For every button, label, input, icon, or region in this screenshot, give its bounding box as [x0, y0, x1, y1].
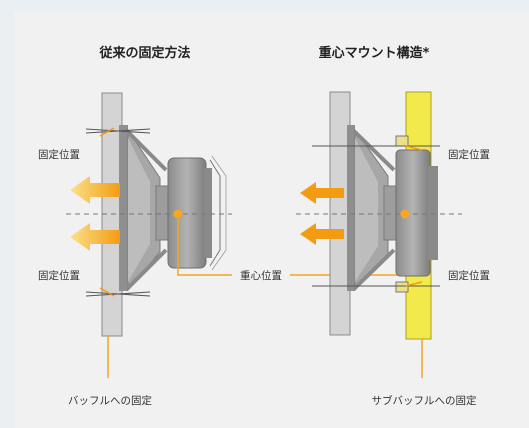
- vibration-line: [211, 155, 227, 271]
- vibration-line: [209, 159, 221, 267]
- screw: [85, 128, 151, 134]
- fix-point-marker: [405, 281, 423, 287]
- basket-strut: [353, 130, 396, 172]
- basket-strut: [126, 248, 168, 290]
- magnet-back: [204, 168, 212, 258]
- vibration-arrow-icon: [70, 176, 120, 204]
- left-fix-label-top: 固定位置: [38, 148, 80, 161]
- center-of-gravity-label: 重心位置: [240, 269, 282, 282]
- diagram-panel: [14, 12, 529, 428]
- basket-strut: [353, 248, 396, 290]
- vibration-arrow-icon: [300, 182, 344, 204]
- mount-bracket: [395, 135, 409, 147]
- right-fix-label-bottom: 固定位置: [448, 269, 490, 282]
- right-title: 重心マウント構造*: [319, 45, 430, 61]
- magnet-back: [428, 166, 438, 260]
- cog-mount-speaker: [296, 91, 462, 378]
- basket-strut: [126, 130, 168, 172]
- fix-point-marker: [99, 287, 115, 297]
- cone-highlight: [355, 138, 378, 282]
- screw: [85, 291, 151, 297]
- right-baffle-label: サブバッフルへの固定: [372, 394, 477, 407]
- center-of-gravity-dot: [173, 209, 183, 219]
- left-baffle-label: バッフルへの固定: [68, 394, 152, 407]
- vibration-arrow-icon: [300, 223, 344, 245]
- vibration-arrow-icon: [70, 223, 120, 251]
- frame-flange: [347, 125, 355, 291]
- conventional-speaker: [66, 92, 232, 378]
- frame-flange: [119, 125, 128, 291]
- mount-bracket: [395, 281, 409, 293]
- left-fix-label-bottom: 固定位置: [38, 269, 80, 282]
- center-leader-left: [177, 219, 232, 276]
- right-fix-label-top: 固定位置: [448, 148, 490, 161]
- cone-highlight: [128, 138, 150, 282]
- left-title: 従来の固定方法: [98, 45, 190, 61]
- fix-point-marker: [405, 145, 423, 151]
- fix-point-marker: [99, 127, 115, 137]
- center-of-gravity-dot: [400, 209, 410, 219]
